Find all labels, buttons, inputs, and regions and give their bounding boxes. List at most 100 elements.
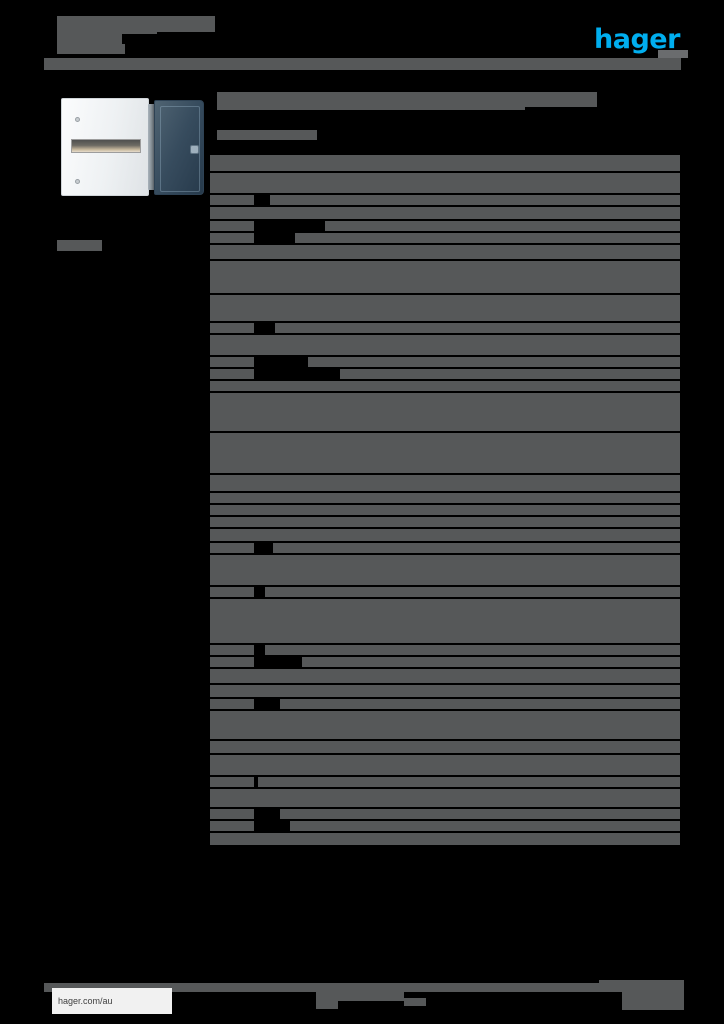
table-row [210,821,680,833]
table-row [210,357,680,369]
spec-value-cell [210,685,680,697]
table-row [210,529,680,543]
spec-value-cell [270,195,680,205]
spec-label-cell [210,393,680,431]
spec-value-cell [275,323,680,333]
table-row [210,669,680,685]
spec-value-cell [265,645,680,655]
spec-label-cell [210,529,680,541]
table-row [210,155,680,173]
door-handle [190,145,199,154]
page-title-continued [217,100,525,110]
table-row [210,833,680,847]
mounting-screw-bottom [75,179,80,184]
spec-label-cell [210,543,254,553]
table-row [210,261,680,295]
spec-label-cell [210,505,254,515]
spec-value-cell [210,475,680,491]
spec-value-cell [325,221,680,231]
spec-value-cell [210,245,680,259]
spec-line-separator [308,367,663,369]
spec-value-cell [302,657,680,667]
table-row [210,369,680,381]
table-row [210,173,680,195]
table-row [210,393,680,433]
spec-line-separator [290,831,660,833]
header-divider [44,58,681,70]
page-footer [0,963,724,1024]
table-row [210,543,680,555]
footer-center-text-3 [404,998,426,1006]
spec-value-cell [340,369,680,379]
spec-line-separator [325,231,665,233]
spec-label-cell [210,645,254,655]
spec-label-cell [210,261,680,293]
page-subtitle [217,130,317,140]
table-row [210,789,680,809]
table-row [210,587,680,599]
spec-label-cell [210,821,254,831]
spec-value-cell [258,777,680,787]
spec-value-cell [273,543,680,553]
footer-divider [44,983,681,992]
table-row [210,295,680,323]
spec-value-cell [308,357,680,367]
spec-label-cell [210,323,254,333]
spec-line-separator [270,205,680,207]
spec-value-cell [280,809,680,819]
door-hinge [148,104,155,190]
spec-label-cell [210,433,680,473]
table-row [210,685,680,699]
din-rail-slot [71,139,141,153]
spec-label-cell [210,233,254,243]
spec-label-cell [210,207,680,219]
table-row [210,517,680,529]
spec-label-cell [210,195,254,205]
product-image-caption [57,240,102,251]
table-row [210,505,680,517]
footer-url-text: hager.com/au [58,996,113,1006]
table-row [210,599,680,645]
spec-label-cell [210,777,254,787]
table-row [210,645,680,657]
spec-label-cell [210,657,254,667]
spec-value-cell [295,233,680,243]
spec-label-cell [210,381,680,391]
footer-center-text-1 [316,988,404,1001]
spec-line-separator [273,553,653,555]
header-title-line-3 [57,34,122,46]
spec-label-cell [210,599,680,643]
spec-value-cell [210,517,680,527]
spec-value-cell [280,699,680,709]
footer-url-box[interactable]: hager.com/au [52,988,172,1014]
table-row [210,335,680,357]
spec-label-cell [210,173,680,193]
spec-value-cell [240,505,680,515]
spec-line-separator [275,333,675,335]
spec-label-cell [210,587,254,597]
table-row [210,245,680,261]
spec-label-cell [210,335,680,355]
footer-center-text-2 [316,1001,338,1009]
spec-line-separator [280,819,638,821]
table-row [210,755,680,777]
spec-value-cell [265,587,680,597]
spec-label-cell [210,295,680,321]
spec-label-cell [210,369,254,379]
table-row [210,475,680,493]
spec-line-separator [265,597,680,599]
spec-line-separator [240,515,655,517]
table-row [210,493,680,505]
table-row [210,777,680,789]
header-title-line-4 [57,44,125,54]
spec-value-cell [210,155,680,171]
table-row [210,195,680,207]
hager-logo: hager [594,24,680,55]
footer-right-text [622,986,684,1010]
table-row [210,381,680,393]
spec-label-cell [210,755,680,775]
spec-line-separator [340,379,665,381]
table-row [210,207,680,221]
enclosure-body [61,98,149,196]
